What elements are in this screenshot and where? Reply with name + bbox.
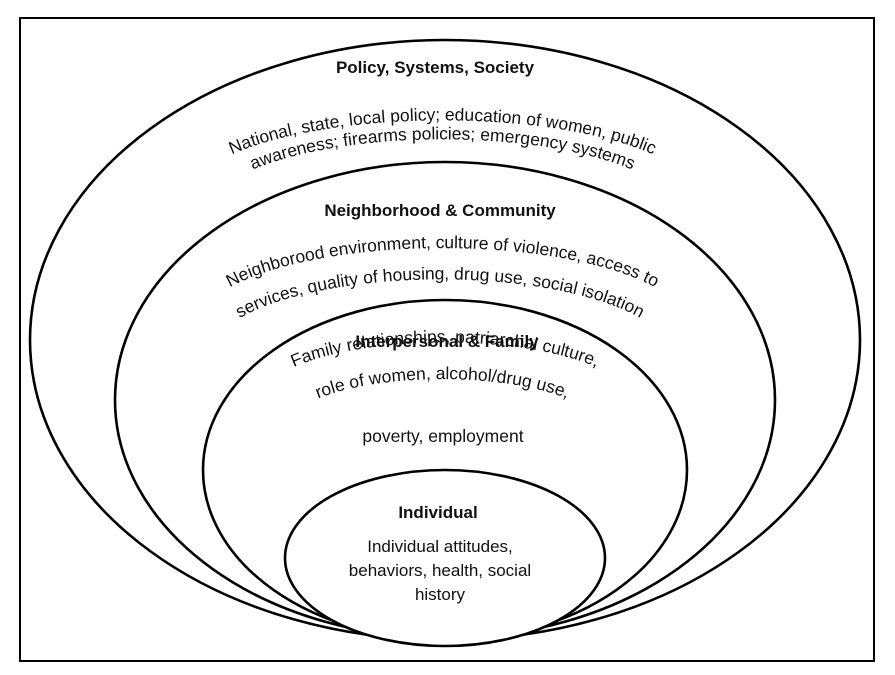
level-desc-individual-line-1: Individual attitudes, (367, 537, 513, 556)
level-desc-interpersonal-line-3: poverty, employment (362, 426, 523, 446)
ring-individual (283, 468, 607, 648)
level-title-policy-systems-society: Policy, Systems, Society (336, 58, 535, 77)
diagram-frame (19, 17, 875, 662)
level-title-interpersonal-family: Interpersonal & Family (355, 332, 539, 351)
level-title-individual: Individual (398, 503, 477, 522)
level-desc-individual-line-3: history (415, 585, 466, 604)
level-title-neighborhood-community: Neighborhood & Community (324, 201, 556, 220)
level-desc-individual-line-2: behaviors, health, social (349, 561, 531, 580)
